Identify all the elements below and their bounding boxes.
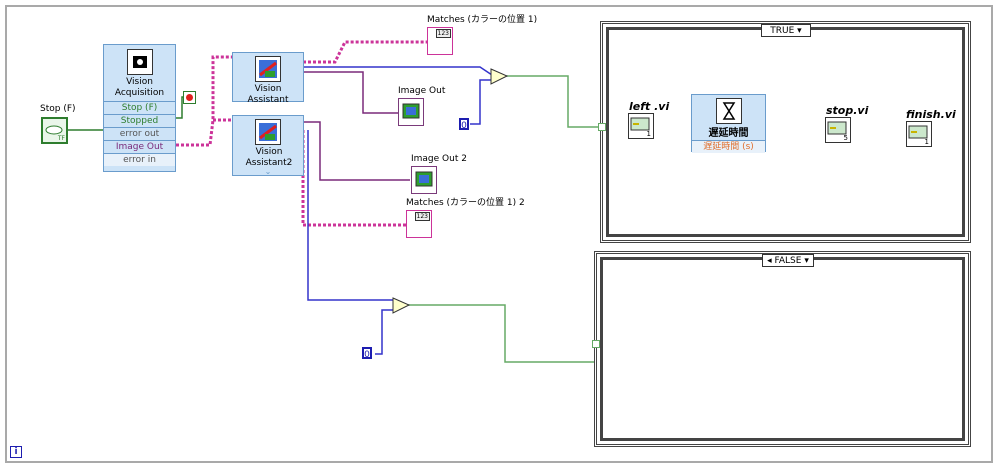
image-out-label: Image Out (398, 86, 446, 96)
vision-assistant-title: Vision Assistant (247, 84, 289, 105)
stop-badge: TF (57, 135, 65, 142)
left-vi-label: left .vi (629, 100, 670, 113)
terminal-stop[interactable]: Stop (F) (104, 101, 175, 114)
finish-vi-label: finish.vi (906, 108, 956, 121)
wire-va2-matches (301, 130, 410, 227)
vision-assistant2-title: Vision Assistant2 (245, 147, 293, 168)
vision-acquisition-title: Vision Acquisition (114, 77, 165, 98)
hourglass-icon (715, 98, 742, 124)
matches1-indicator[interactable]: 123 (427, 27, 453, 55)
image-out-indicator[interactable] (398, 98, 424, 126)
zero-constant-1[interactable]: 0 (459, 118, 469, 131)
stop-control-label: Stop (F) (40, 104, 76, 114)
terminal-error-out[interactable]: error out (104, 127, 175, 140)
stop-vi-label: stop.vi (826, 104, 869, 117)
terminal-image-out[interactable]: Image Out (104, 140, 175, 153)
delay-time-node[interactable]: 遅延時間 遅延時間 (s) (691, 94, 766, 153)
array-badge: 123 (435, 29, 451, 38)
left-vi-node[interactable]: 1 (628, 113, 654, 139)
wire-const1 (470, 79, 492, 125)
compare-node-1 (490, 68, 509, 85)
case-structure-false[interactable]: ◂ FALSE ▾ (594, 251, 971, 447)
stop-vi-node[interactable]: 5 (825, 117, 851, 143)
wire-va1-matches (303, 40, 430, 64)
array-badge: 123 (414, 212, 430, 221)
wire-va1-imageout (303, 71, 400, 114)
terminal-error-in[interactable]: error in (104, 153, 175, 166)
case-selector-false[interactable]: ◂ FALSE ▾ (762, 254, 814, 267)
expand-chevron-icon[interactable]: ⌄ (264, 167, 272, 176)
info-icon[interactable]: i (10, 446, 22, 458)
vision-assistant2-node[interactable]: Vision Assistant2 ⌄ (232, 115, 304, 176)
case-terminal-false[interactable] (592, 340, 600, 348)
vision-assistant-node[interactable]: Vision Assistant ⌄ (232, 52, 304, 105)
delay-time-input[interactable]: 遅延時間 (s) (692, 140, 765, 153)
wire-image-out (176, 55, 233, 147)
stop-control[interactable]: TF (41, 117, 68, 144)
image-out2-label: Image Out 2 (411, 154, 467, 164)
vision-assistant-icon (255, 56, 281, 82)
matches2-indicator[interactable]: 123 (406, 210, 432, 238)
camera-icon (126, 49, 153, 75)
matches1-label: Matches (カラーの位置 1) (427, 15, 538, 25)
wire-va1-compare (303, 66, 493, 76)
finish-vi-node[interactable]: 1 (906, 121, 932, 147)
expand-chevron-icon[interactable]: ⌄ (264, 94, 272, 103)
led-icon (186, 94, 193, 101)
case-selector-true[interactable]: TRUE ▾ (761, 24, 811, 37)
vision-assistant2-icon (255, 119, 281, 145)
wire-va2-imageout (303, 121, 410, 181)
compare-node-2 (392, 297, 411, 314)
stopped-indicator[interactable] (183, 91, 196, 104)
wire-bool-false (407, 304, 597, 363)
vision-acquisition-node[interactable]: Vision Acquisition Stop (F) Stopped erro… (103, 44, 176, 172)
image-out2-indicator[interactable] (411, 166, 437, 194)
zero-constant-2[interactable]: 0 (362, 347, 372, 360)
matches2-label: Matches (カラーの位置 1) 2 (406, 198, 525, 208)
wire-const2 (375, 309, 393, 355)
wire-bool-true (506, 75, 601, 128)
wire-va2-compare (307, 130, 393, 301)
case-terminal-true[interactable] (598, 123, 606, 131)
delay-time-title: 遅延時間 (708, 128, 749, 139)
terminal-stopped[interactable]: Stopped (104, 114, 175, 127)
